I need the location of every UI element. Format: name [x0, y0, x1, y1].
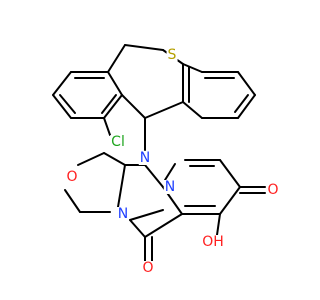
bond — [103, 94, 123, 119]
bond — [144, 164, 164, 188]
structure-canvas: S Cl N N N O O O OH — [52, 44, 280, 276]
bond — [107, 44, 126, 73]
bond — [144, 213, 183, 238]
bond — [182, 63, 203, 73]
bond — [234, 94, 249, 113]
bond — [124, 44, 164, 51]
chlorine-atom: Cl — [110, 134, 126, 150]
bond — [121, 94, 146, 119]
bond — [52, 94, 72, 119]
bond — [164, 163, 176, 181]
hydroxyl-group: OH — [201, 234, 225, 250]
bond — [182, 101, 203, 119]
sulfur-atom: S — [166, 47, 178, 63]
bond — [77, 152, 105, 166]
bond — [52, 71, 72, 96]
bond — [101, 94, 117, 114]
ring-oxygen-atom: O — [65, 169, 79, 185]
bond — [103, 152, 126, 166]
bond — [64, 189, 81, 213]
bond — [129, 219, 146, 238]
bond — [59, 94, 76, 114]
bond — [129, 209, 164, 221]
bond — [216, 213, 221, 236]
nitrogen-atom-3: N — [116, 206, 130, 222]
bond — [237, 71, 256, 96]
keto-oxygen-right: O — [266, 182, 280, 198]
bond — [107, 71, 123, 96]
bond — [237, 94, 256, 119]
nitrogen-atom-2: N — [163, 179, 177, 195]
bond — [219, 159, 241, 188]
bond — [103, 117, 111, 136]
bond — [117, 164, 126, 208]
nitrogen-atom-1: N — [138, 150, 152, 166]
keto-oxygen-bottom: O — [141, 260, 155, 276]
bond — [144, 101, 184, 119]
bond — [219, 186, 241, 215]
bond-layer — [52, 44, 266, 263]
